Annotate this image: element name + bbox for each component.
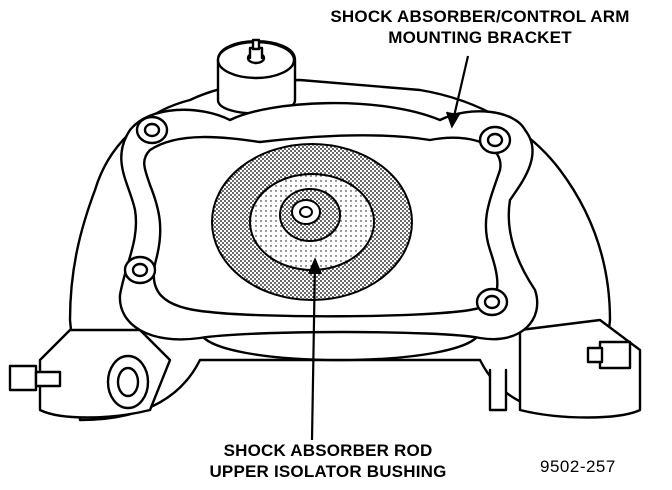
bottom-leader-line xyxy=(310,261,317,441)
bolt-hole-bl xyxy=(123,255,157,285)
right-bolt xyxy=(598,340,632,370)
bolt-hole-tr xyxy=(478,125,512,155)
left-bolt xyxy=(8,364,38,392)
bracket-callout-line2: MOUNTING BRACKET xyxy=(388,28,572,47)
bolt-hole-tl xyxy=(135,115,169,145)
figure-id: 9502-257 xyxy=(540,457,616,476)
bushing-callout-line2: UPPER ISOLATOR BUSHING xyxy=(209,462,447,481)
bolt-hole-br xyxy=(475,287,509,317)
bushing-callout-label: SHOCK ABSORBER ROD UPPER ISOLATOR BUSHIN… xyxy=(178,440,478,482)
bushing-callout-line1: SHOCK ABSORBER ROD xyxy=(223,441,433,460)
bracket-callout-line1: SHOCK ABSORBER/CONTROL ARM xyxy=(330,7,630,26)
bracket-callout-label: SHOCK ABSORBER/CONTROL ARM MOUNTING BRAC… xyxy=(290,6,670,48)
